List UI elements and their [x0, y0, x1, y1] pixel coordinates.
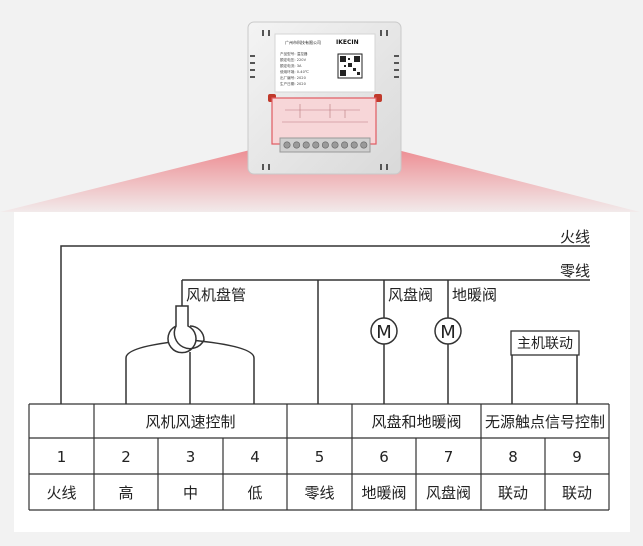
- screw-icon: [360, 141, 368, 149]
- spec-line: 使用环境: 0-40℃: [280, 69, 309, 74]
- terminal-function: 高: [118, 484, 133, 502]
- terminal-area: [271, 97, 377, 145]
- screw-icon: [331, 141, 339, 149]
- screw-icon: [302, 141, 310, 149]
- host-link-label: 主机联动: [517, 336, 573, 352]
- neutral-wire-label: 零线: [560, 262, 590, 280]
- screw-icon: [283, 141, 291, 149]
- terminal-number: 4: [250, 448, 260, 466]
- terminal-screws: [283, 141, 368, 149]
- spec-line: 产品型号: 温控器: [280, 51, 308, 56]
- terminal-number: 5: [315, 448, 325, 466]
- fan-valve-label: 风盘阀: [388, 286, 433, 304]
- group-label: 无源触点信号控制: [485, 413, 605, 431]
- svg-text:M: M: [376, 322, 392, 343]
- group-label: 风盘和地暖阀: [371, 413, 461, 431]
- screw-icon: [321, 141, 329, 149]
- screw-icon: [341, 141, 349, 149]
- terminal-function: 中: [183, 484, 198, 502]
- terminal-function: 联动: [498, 484, 528, 502]
- terminal-number: 8: [508, 448, 518, 466]
- group-label: 风机风速控制: [145, 413, 235, 431]
- terminal-number: 7: [444, 448, 454, 466]
- spec-line: 额定电流: 3A: [280, 63, 302, 68]
- floor-valve-label: 地暖阀: [452, 286, 497, 304]
- fan-valve-motor-icon: M: [370, 317, 398, 345]
- brand-logo: IKECIN: [336, 39, 359, 46]
- terminal-function: 零线: [304, 484, 334, 502]
- diagram-panel: [14, 212, 630, 532]
- fan-coil-label: 风机盘管: [186, 286, 246, 304]
- terminal-function: 风盘阀: [426, 484, 471, 502]
- host-link-box: [510, 330, 580, 356]
- terminal-function: 火线: [46, 484, 76, 502]
- spec-line: 额定电压: 220V: [280, 57, 307, 62]
- screw-icon: [312, 141, 320, 149]
- svg-text:M: M: [440, 322, 456, 343]
- live-wire-label: 火线: [560, 228, 590, 246]
- screw-icon: [350, 141, 358, 149]
- spec-line: 出厂编号: 2020: [280, 75, 307, 80]
- terminal-number: 2: [121, 448, 131, 466]
- terminal-number: 9: [572, 448, 582, 466]
- terminal-number: 3: [186, 448, 196, 466]
- fan-coil-icon: [167, 305, 205, 354]
- projection-beam: [0, 145, 640, 212]
- live-wire: [60, 245, 590, 404]
- floor-valve-motor-icon: M: [434, 317, 462, 345]
- terminal-function: 联动: [562, 484, 592, 502]
- terminal-table: 风机风速控制 风盘和地暖阀 无源触点信号控制 1 2 3 4 5 6 7 8 9 火线 高 中 低 零线 地暖阀 风…: [28, 403, 610, 511]
- label-company: 广州市科技有限公司: [285, 39, 321, 45]
- terminal-function: 地暖阀: [361, 484, 406, 502]
- terminal-function: 低: [247, 484, 262, 502]
- terminal-number: 6: [379, 448, 389, 466]
- screw-icon: [293, 141, 301, 149]
- spec-line: 生产日期: 2020: [280, 81, 307, 86]
- terminal-number: 1: [57, 448, 67, 466]
